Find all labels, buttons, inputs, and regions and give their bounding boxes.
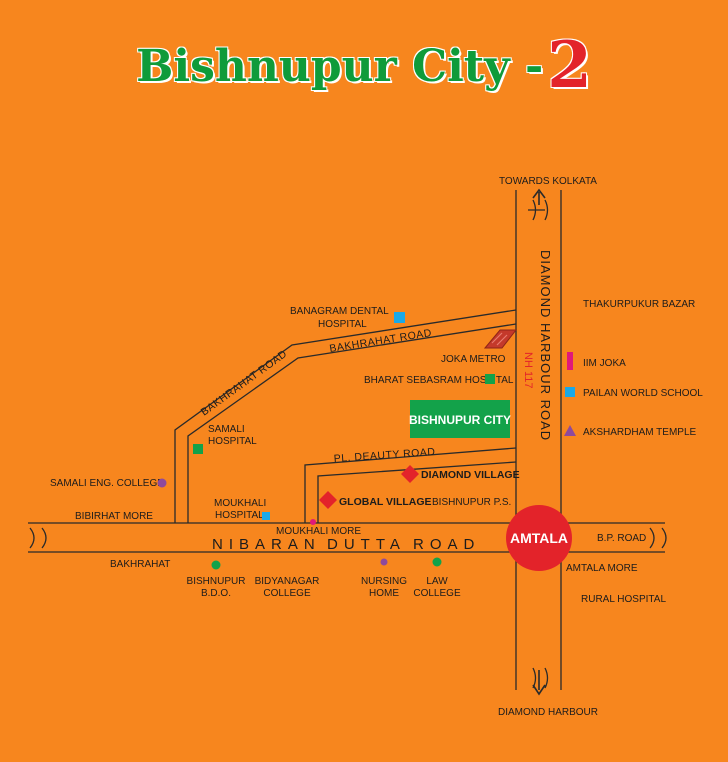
pl-deauty-road-label: PL. DEAUTY ROAD — [333, 446, 435, 465]
bibirhat-more-label: BIBIRHAT MORE — [75, 511, 153, 522]
bidyanagar-label-1: BIDYANAGAR — [255, 576, 320, 587]
akshardham-label: AKSHARDHAM TEMPLE — [583, 427, 697, 438]
amtala-more-label: AMTALA MORE — [566, 563, 638, 574]
break-mark-top — [528, 199, 549, 221]
bishnupur-ps-label: BISHNUPUR P.S. — [432, 497, 511, 508]
samali-eng-label: SAMALI ENG. COLLEGE — [50, 478, 164, 489]
arrow-down-icon — [532, 670, 546, 696]
law-label-2: COLLEGE — [413, 588, 461, 599]
nursing-home-marker-icon — [380, 558, 388, 566]
bakhrahat-label: BAKHRAHAT — [110, 559, 170, 570]
moukhali-hospital-label-1: MOUKHALI — [214, 498, 266, 509]
bakhrahat-road-diag-label: BAKHRAHAT ROAD — [199, 348, 290, 419]
samali-hospital-label-1: SAMALI — [208, 424, 245, 435]
bakhrahat-road-inner — [187, 323, 517, 523]
akshardham-marker-icon — [564, 425, 576, 436]
moukhali-more-label: MOUKHALI MORE — [276, 526, 361, 537]
diamond-village-label[interactable]: DIAMOND VILLAGE — [421, 469, 520, 481]
road-lines — [28, 190, 667, 690]
road-label: ROAD — [413, 536, 480, 553]
joka-metro-label: JOKA METRO — [441, 354, 506, 365]
moukhali-hospital-marker-icon — [262, 512, 270, 520]
iim-marker-icon — [567, 352, 573, 370]
law-college-marker-icon — [432, 557, 442, 567]
global-village-label[interactable]: GLOBAL VILLAGE — [339, 496, 432, 508]
diamond-village-marker-icon — [401, 465, 419, 483]
metro-logo-icon — [483, 329, 518, 349]
diamond-harbour-label: DIAMOND HARBOUR — [498, 707, 598, 718]
moukhali-more-marker-icon — [310, 519, 316, 525]
break-mark-right — [649, 527, 667, 549]
bharat-marker-icon — [485, 374, 495, 384]
dh-road-label: DIAMOND HARBOUR ROAD — [538, 250, 553, 441]
break-mark-left — [29, 527, 47, 549]
bidyanagar-label-2: COLLEGE — [263, 588, 311, 599]
map-title: Bishnupur City - 2 — [0, 28, 728, 103]
banagram-label-1: BANAGRAM DENTAL — [290, 306, 389, 317]
dutta-label: DUTTA — [327, 536, 406, 553]
title-text: Bishnupur City - — [136, 41, 544, 92]
bakhrahat-road-outer — [174, 309, 517, 523]
samali-eng-marker-icon — [157, 478, 167, 488]
rural-hospital-label: RURAL HOSPITAL — [581, 594, 666, 605]
thakurpukur-label: THAKURPUKUR BAZAR — [583, 299, 695, 310]
bishnupur-city-badge[interactable] — [410, 400, 510, 438]
pailan-marker-icon — [565, 387, 575, 397]
banagram-label-2: HOSPITAL — [318, 319, 367, 330]
towards-kolkata-label: TOWARDS KOLKATA — [499, 176, 597, 187]
moukhali-hospital-label-2: HOSPITAL — [215, 510, 264, 521]
pailan-label: PAILAN WORLD SCHOOL — [583, 388, 703, 399]
bp-road-label: B.P. ROAD — [597, 533, 646, 544]
pl-deauty-road-inner — [317, 461, 517, 523]
bdo-label-2: B.D.O. — [201, 588, 231, 599]
title-number: 2 — [547, 28, 592, 103]
amtala-junction-marker[interactable] — [506, 505, 572, 571]
bishnupur-city-label: BISHNUPUR CITY — [409, 413, 511, 427]
nursing-label-1: NURSING — [361, 576, 407, 587]
amtala-label: AMTALA — [510, 530, 568, 546]
pl-deauty-road-outer — [304, 447, 517, 523]
samali-hospital-label-2: HOSPITAL — [208, 436, 257, 447]
nibaran-label: NIBARAN — [212, 536, 321, 553]
break-mark-bottom — [532, 667, 549, 689]
iim-joka-label: IIM JOKA — [583, 358, 626, 369]
samali-hospital-marker-icon — [193, 444, 203, 454]
law-label-1: LAW — [426, 576, 448, 587]
arrow-up-icon — [532, 188, 546, 205]
bharat-label: BHARAT SEBASRAM HOSPITAL — [364, 375, 514, 386]
bdo-marker-icon — [211, 560, 221, 570]
global-village-marker-icon — [319, 491, 337, 509]
nursing-label-2: HOME — [369, 588, 399, 599]
banagram-marker-icon — [394, 312, 405, 323]
nh-label: NH 117 — [522, 352, 534, 388]
bdo-label-1: BISHNUPUR — [187, 576, 246, 587]
